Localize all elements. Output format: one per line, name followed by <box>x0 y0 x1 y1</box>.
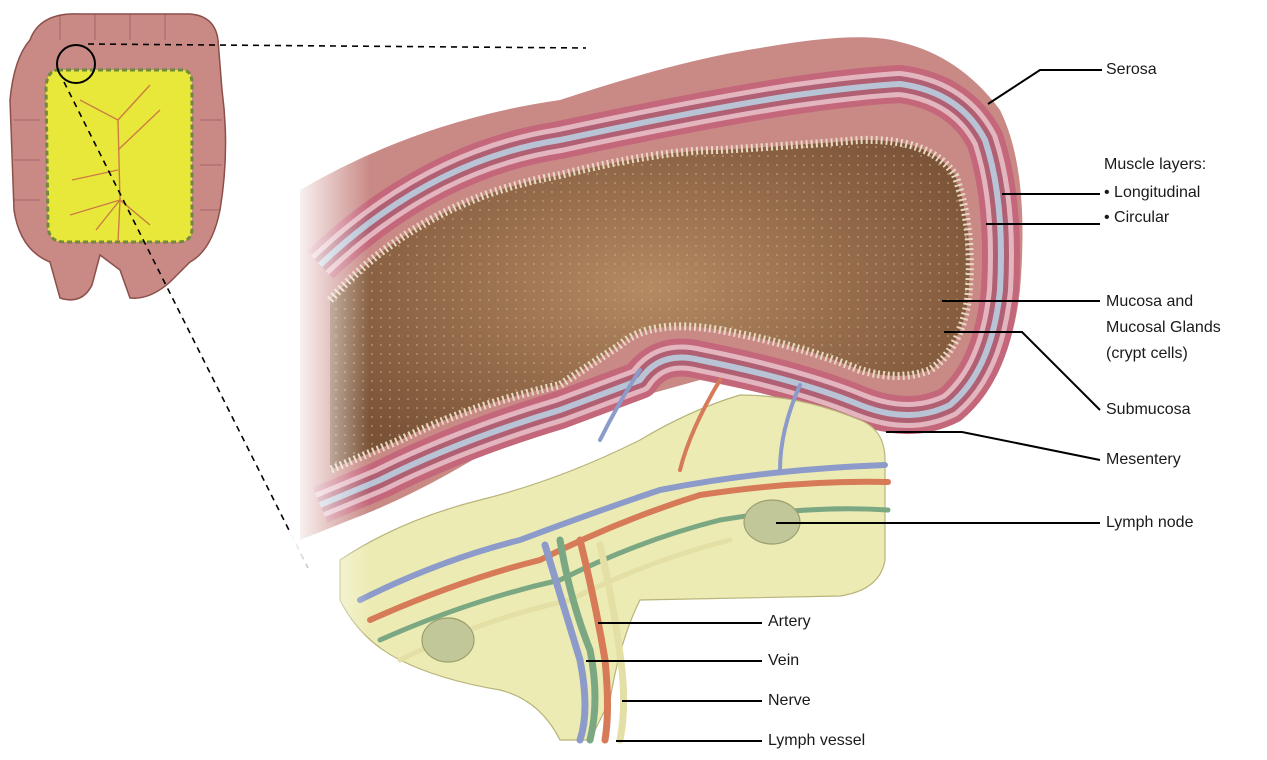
label-vein: Vein <box>768 650 799 672</box>
label-serosa: Serosa <box>1106 59 1157 81</box>
label-mesentery: Mesentery <box>1106 449 1181 471</box>
label-circular: • Circular <box>1104 207 1169 229</box>
label-mucosa-line1: Mucosa and <box>1106 291 1193 313</box>
label-lymph-node: Lymph node <box>1106 512 1193 534</box>
label-longitudinal: • Longitudinal <box>1104 182 1200 204</box>
label-submucosa: Submucosa <box>1106 399 1191 421</box>
label-mucosa-line3: (crypt cells) <box>1106 343 1188 365</box>
label-mucosa-line2: Mucosal Glands <box>1106 317 1221 339</box>
label-muscle-layers: Muscle layers: <box>1104 154 1206 176</box>
label-artery: Artery <box>768 611 811 633</box>
label-nerve: Nerve <box>768 690 811 712</box>
label-lymph-vessel: Lymph vessel <box>768 730 865 752</box>
